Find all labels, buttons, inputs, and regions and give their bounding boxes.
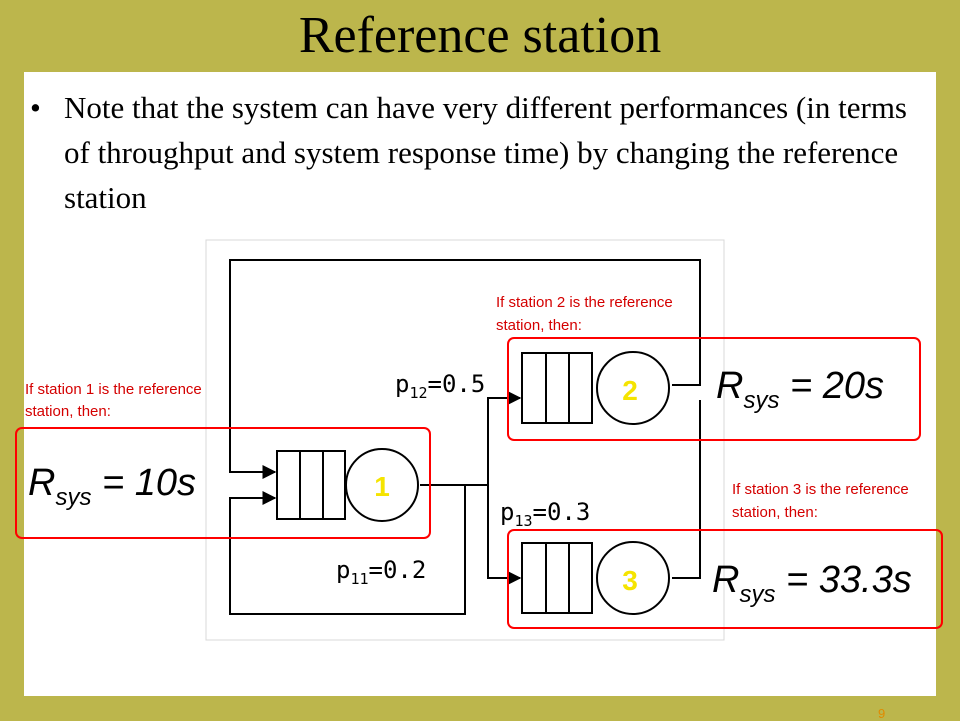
highlight-box-station2 <box>507 337 921 441</box>
p13-label: p13=0.3 <box>500 498 590 530</box>
highlight-box-station1 <box>15 427 431 539</box>
slide-title: Reference station <box>298 7 662 64</box>
rsys-station3: Rsys = 33.3s <box>712 559 912 608</box>
station1-label: 1 <box>374 471 390 502</box>
network-connections <box>229 259 701 615</box>
station3-server-icon <box>596 541 670 615</box>
bullet-text: Note that the system can have very diffe… <box>64 90 907 215</box>
station-3: 3 <box>521 541 670 615</box>
station1-server-icon <box>345 448 419 522</box>
feedback-line-station3 <box>672 400 701 579</box>
highlight-box-station3 <box>507 529 943 629</box>
rsys-station1: Rsys = 10s <box>28 462 196 511</box>
p12-label: p12=0.5 <box>395 370 485 402</box>
station2-label: 2 <box>622 375 638 406</box>
p12-branch-line <box>487 391 522 485</box>
annotation-station3: If station 3 is the reference station, t… <box>507 481 943 629</box>
feedback-line-top <box>229 259 701 479</box>
station-1: 1 <box>276 448 419 522</box>
annotation-station1: If station 1 is the reference station, t… <box>15 381 431 539</box>
station3-label: 3 <box>622 565 638 596</box>
bullet-icon: • <box>30 90 41 125</box>
annotation3-line2: station, then: <box>732 504 818 521</box>
p13-branch-line <box>487 485 522 585</box>
rsys-station2: Rsys = 20s <box>716 365 884 414</box>
annotation2-line1: If station 2 is the reference <box>496 294 673 311</box>
p11-label: p11=0.2 <box>336 556 426 588</box>
annotation3-line1: If station 3 is the reference <box>732 481 909 498</box>
station2-server-icon <box>596 351 670 425</box>
station-2: 2 <box>521 351 670 425</box>
annotation2-line2: station, then: <box>496 317 582 334</box>
annotation-station2: If station 2 is the reference station, t… <box>496 294 921 441</box>
annotation1-line1: If station 1 is the reference <box>25 381 202 398</box>
p11-loop-line <box>229 485 466 615</box>
annotation1-line2: station, then: <box>25 403 111 420</box>
page-number: 9 <box>878 706 886 721</box>
